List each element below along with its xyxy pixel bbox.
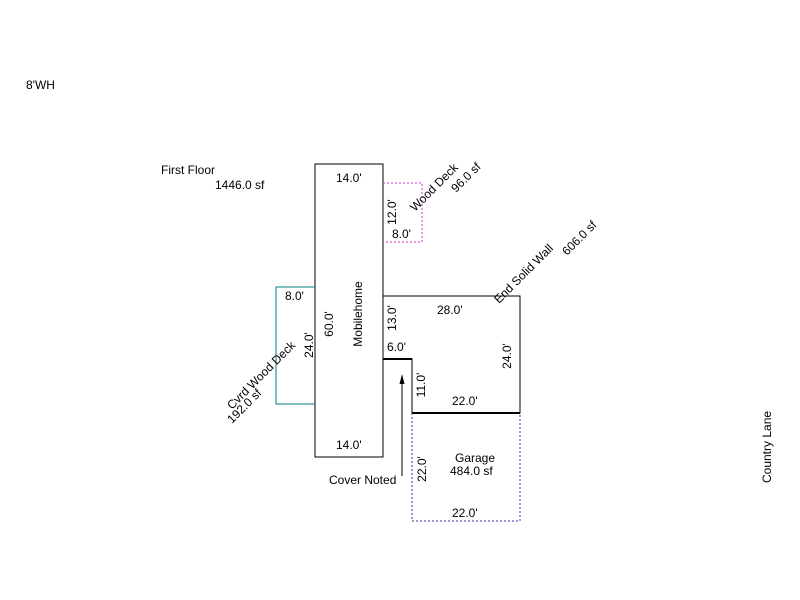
end-wall-name: End Solid Wall: [491, 241, 556, 306]
end-wall-area: 606.0 sf: [559, 218, 600, 259]
covered-deck-outline: [275, 286, 315, 405]
wood-deck-outline: [383, 182, 423, 243]
garage-name: Garage: [455, 451, 495, 465]
mobilehome-dim-top: 14.0': [336, 171, 362, 185]
end-wall-dim-right: 24.0': [500, 343, 514, 369]
water-heater-label: 8'WH: [26, 78, 55, 92]
cover-noted-label: Cover Noted: [329, 473, 396, 487]
cover-noted-arrowhead: [399, 374, 405, 384]
end-wall-dim-top: 28.0': [437, 303, 463, 317]
covered-deck-dim-side: 24.0': [302, 332, 316, 358]
end-wall-dim-step: 6.0': [387, 340, 406, 354]
end-wall-dim-inner: 11.0': [414, 373, 428, 398]
wood-deck-dim-bottom: 8.0': [392, 227, 411, 241]
mobilehome-outline: [314, 163, 384, 458]
wood-deck-dim-side: 12.0': [385, 199, 399, 225]
covered-deck-dim-top: 8.0': [285, 289, 304, 303]
garage-area: 484.0 sf: [450, 464, 493, 478]
mobilehome-name: Mobilehome: [351, 281, 365, 347]
garage-dim-side: 22.0': [415, 456, 429, 482]
first-floor-area: 1446.0 sf: [215, 178, 265, 192]
first-floor-label: First Floor: [161, 163, 215, 177]
mobilehome-dim-side: 60.0': [322, 311, 336, 337]
end-wall-dim-bottom: 22.0': [452, 394, 478, 408]
end-wall-dim-left: 13.0': [385, 305, 399, 331]
garage-dim-bottom: 22.0': [452, 506, 478, 520]
garage-outline: [411, 413, 521, 522]
covered-deck-name: Cvrd Wood Deck: [224, 338, 299, 413]
street-label: Country Lane: [760, 411, 774, 483]
mobilehome-dim-bottom: 14.0': [336, 438, 362, 452]
